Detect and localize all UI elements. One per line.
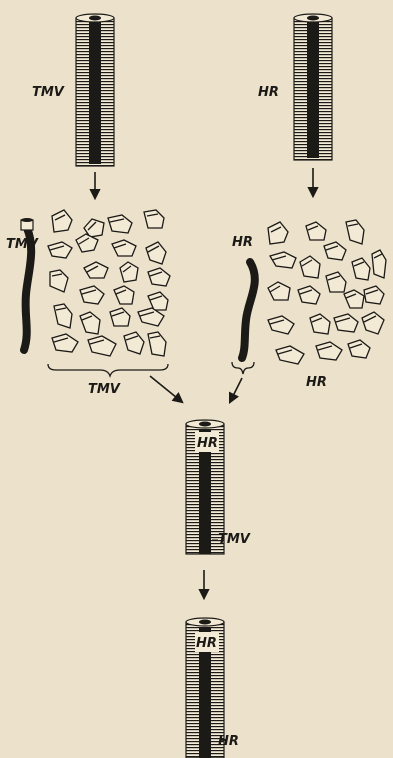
- hr-rna-strand: [242, 262, 255, 358]
- hr-protein-label: HR: [306, 375, 327, 390]
- hr-virus-label: HR: [258, 85, 279, 100]
- tmv-brace: [48, 364, 168, 376]
- hr-rna-brace: [232, 362, 254, 374]
- arrow-hr-rna-to-hybrid: [230, 378, 242, 402]
- arrow-tmv-to-hybrid: [150, 376, 182, 402]
- progeny-rna-label: HR: [218, 734, 239, 749]
- tmv-protein-label: TMV: [88, 382, 121, 397]
- tmv-protein-subunits: [48, 210, 170, 356]
- hybrid-capsid-label: HR: [197, 436, 218, 451]
- hr-rna-label: HR: [232, 235, 253, 250]
- tmv-rna-label: TMV: [6, 237, 39, 252]
- hybrid-rna-label: TMV: [218, 532, 251, 547]
- tmv-virus-label: TMV: [32, 85, 65, 100]
- progeny-capsid-label: HR: [196, 636, 217, 651]
- hr-protein-subunits: [268, 220, 386, 364]
- hr-intact-virus: [294, 14, 332, 160]
- tmv-intact-virus: [76, 14, 114, 166]
